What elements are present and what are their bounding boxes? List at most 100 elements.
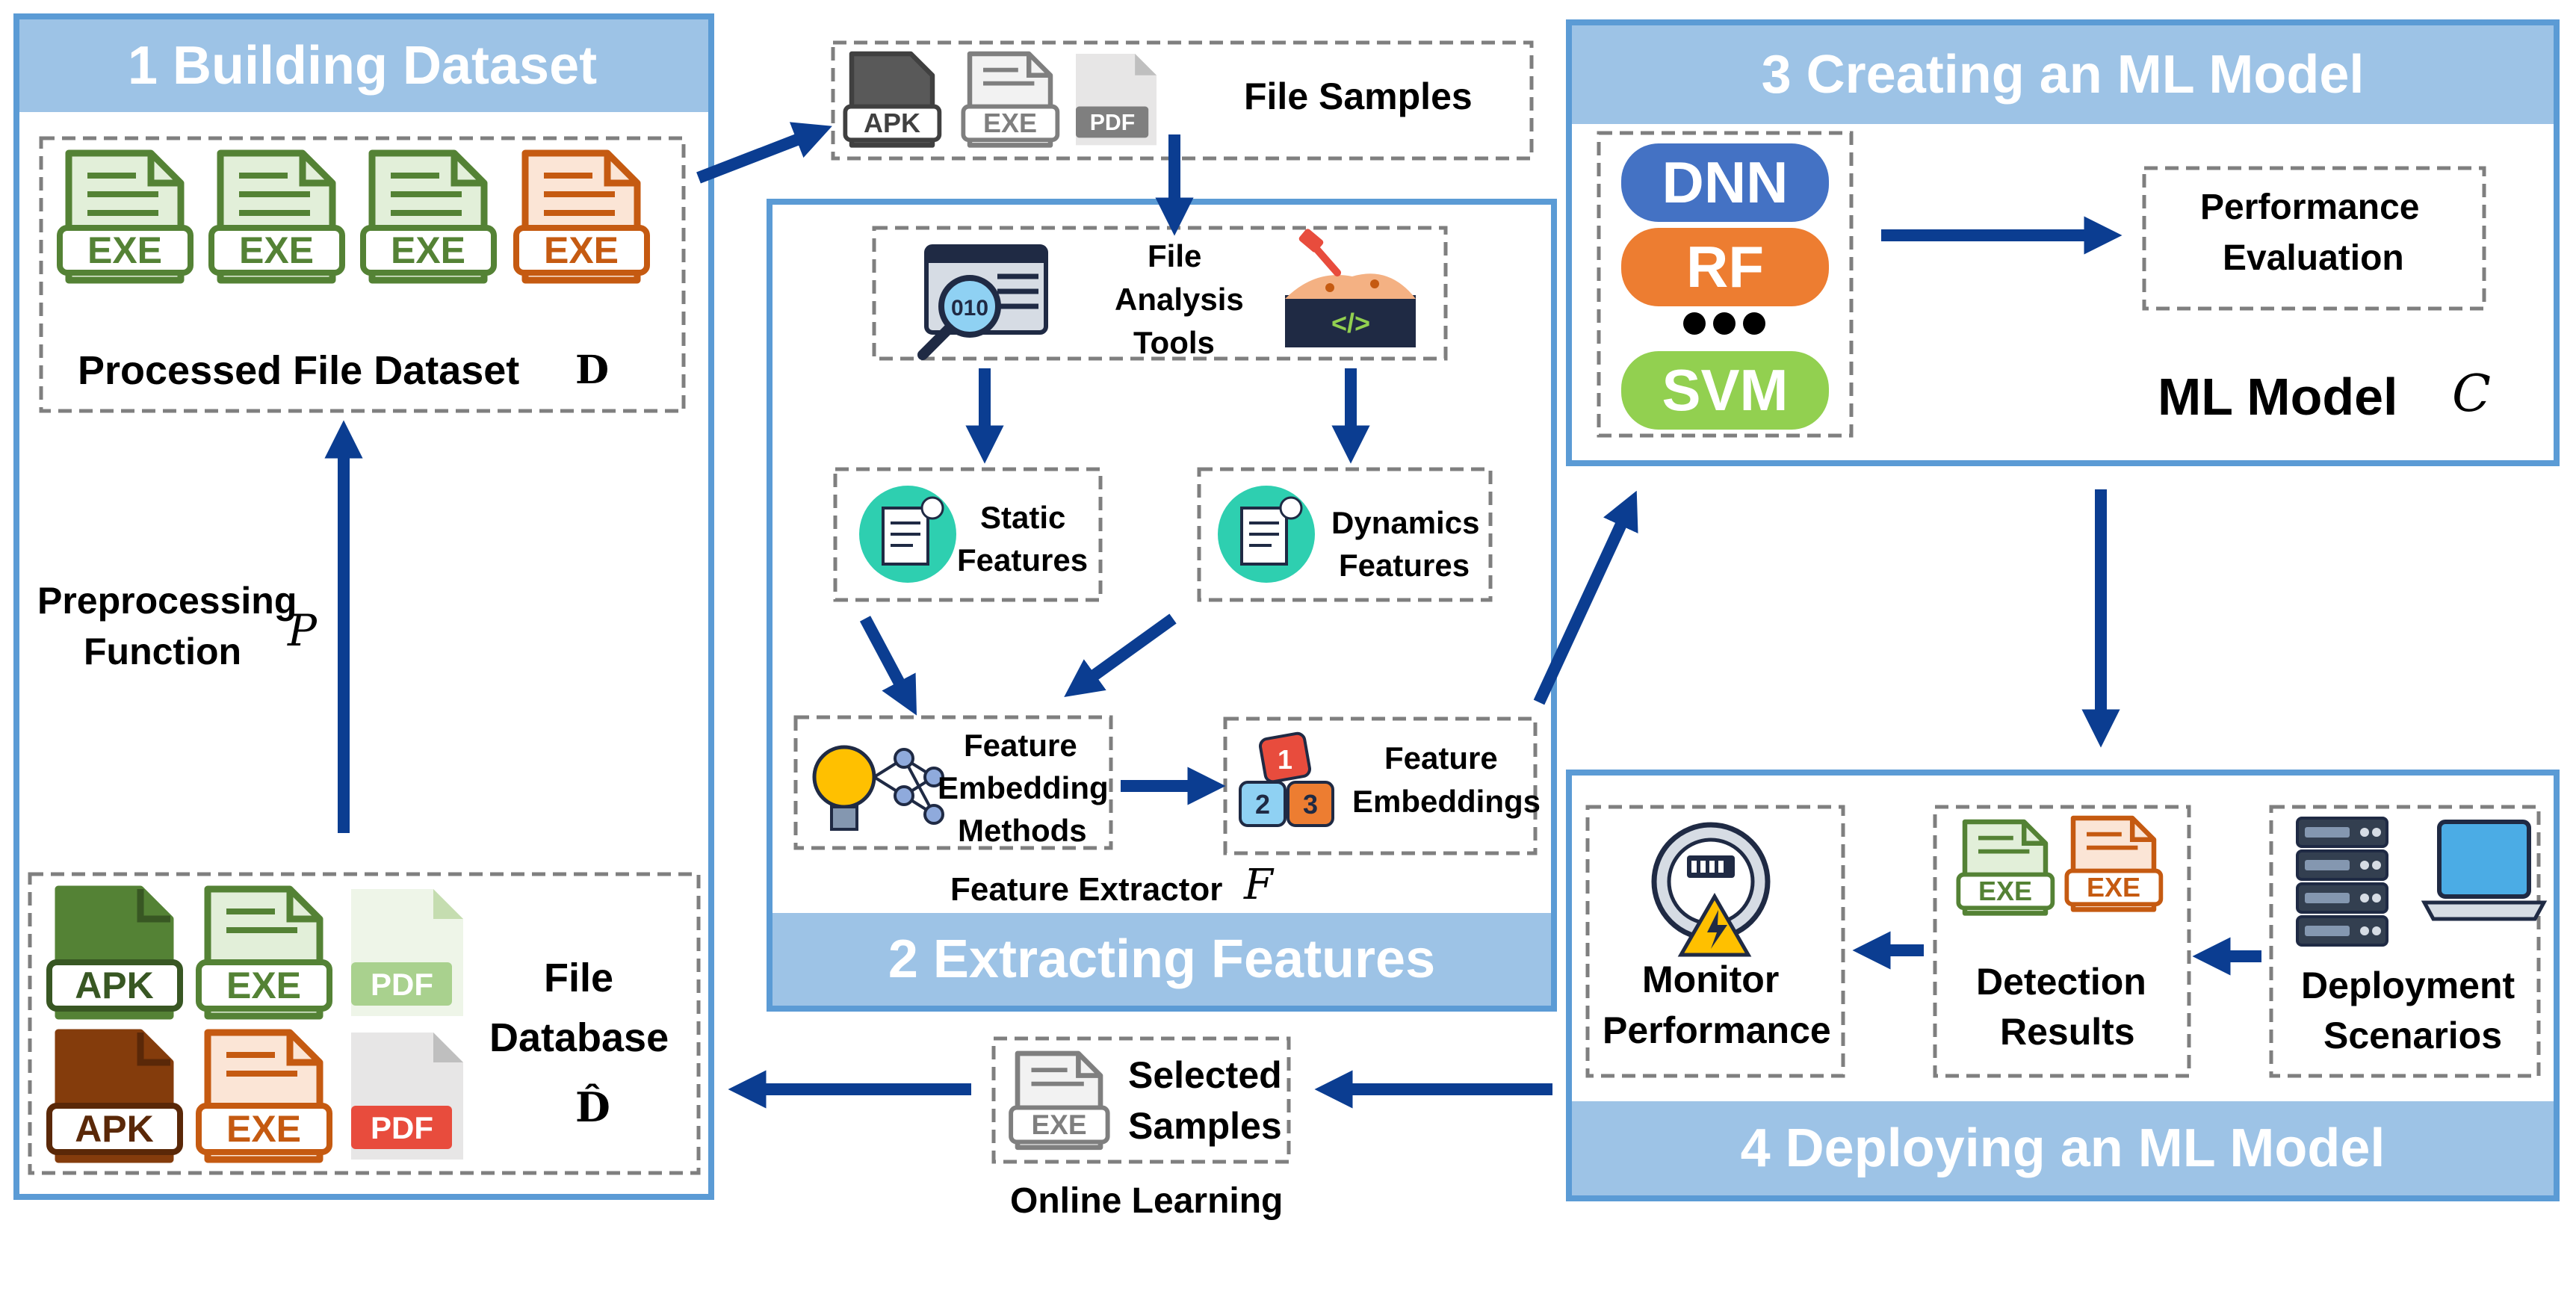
code-analysis-icon: 010 <box>917 244 1048 360</box>
laptop-icon <box>2421 820 2548 921</box>
ml-model-label: ML Model <box>2158 368 2398 426</box>
dynamic-features-line2: Features <box>1339 548 1470 583</box>
exe-file-icon-gray: EXE <box>1009 1050 1110 1151</box>
block-digit: 2 <box>1255 789 1270 820</box>
sandbox-icon: </> <box>1285 229 1416 347</box>
file-samples-label: File Samples <box>1244 75 1473 117</box>
embedding-methods-box <box>793 715 1113 850</box>
apk-label: APK <box>864 108 920 138</box>
apk-label: APK <box>75 965 154 1006</box>
static-features-line1: Static <box>980 500 1066 535</box>
exe-label: EXE <box>983 108 1037 138</box>
exe-file-icon-orange: EXE <box>513 149 650 284</box>
document-feature-icon <box>859 486 956 583</box>
arrow-static-to-methods <box>859 616 917 716</box>
apk-file-icon-green: APK <box>46 885 183 1020</box>
block-digit: 1 <box>1278 744 1292 775</box>
svg-text:010: 010 <box>951 296 988 321</box>
arrow-building-to-samples <box>696 122 832 184</box>
apk-label: APK <box>75 1108 154 1150</box>
exe-file-icon: EXE <box>360 149 497 284</box>
ellipsis-dot <box>1743 312 1765 335</box>
meter-alert-icon <box>1651 822 1771 957</box>
exe-label: EXE <box>544 229 619 271</box>
server-rack-icon <box>2296 817 2388 947</box>
monitor-box <box>1585 805 1845 1078</box>
document-feature-icon <box>1218 486 1315 583</box>
svg-text:</>: </> <box>1331 308 1370 338</box>
exe-file-icon-orange: EXE <box>2064 815 2164 912</box>
exe-file-icon-orange: EXE <box>196 1029 332 1163</box>
exe-label: EXE <box>1031 1109 1086 1140</box>
exe-file-icon-gray: EXE <box>961 51 1060 148</box>
detection-box <box>1933 805 2191 1078</box>
performance-eval-box <box>2142 166 2486 311</box>
ml-model-symbol: C <box>2452 365 2492 424</box>
section-creating-header <box>1572 25 2554 124</box>
analysis-tools-box <box>872 226 1448 361</box>
deployment-scenarios-line1: Deployment <box>2301 965 2515 1006</box>
file-database-box <box>28 872 701 1175</box>
apk-file-icon-brown: APK <box>46 1029 183 1163</box>
pdf-label: PDF <box>1090 111 1135 135</box>
arrow-dynamic-to-methods <box>1064 613 1177 697</box>
exe-label: EXE <box>226 965 301 1006</box>
exe-label: EXE <box>226 1108 301 1150</box>
block-digit: 3 <box>1303 789 1318 820</box>
model-list-box <box>1597 131 1854 438</box>
embeddings-line2: Embeddings <box>1352 784 1541 819</box>
embedding-methods-line1: Feature <box>964 728 1077 763</box>
exe-label: EXE <box>1978 876 2032 906</box>
exe-label: EXE <box>239 229 314 271</box>
exe-label: EXE <box>87 229 162 271</box>
processed-dataset-label: Processed File Dataset <box>78 348 520 393</box>
file-samples-box <box>831 40 1534 161</box>
pdf-label: PDF <box>371 1110 433 1145</box>
analysis-tools-line2: Analysis <box>1115 282 1244 317</box>
file-database-label-line1: File <box>544 956 614 1000</box>
lightbulb-network-icon <box>812 745 944 831</box>
monitor-performance-line2: Performance <box>1603 1009 1831 1051</box>
exe-file-icon: EXE <box>57 149 193 284</box>
embedding-methods-line3: Methods <box>958 813 1087 848</box>
selected-samples-box <box>991 1036 1291 1164</box>
section-deploying-header <box>1572 1101 2554 1195</box>
feature-extractor-symbol: F <box>1244 861 1273 909</box>
section-extracting-header <box>773 913 1551 1006</box>
arrow-extracting-to-model <box>1533 490 1638 705</box>
exe-label: EXE <box>2087 872 2140 903</box>
preprocessing-label-line1: Preprocessing <box>37 580 297 622</box>
exe-label: EXE <box>391 229 465 271</box>
processed-dataset-box <box>39 136 686 413</box>
ellipsis-dot <box>1683 312 1706 335</box>
performance-eval-line2: Evaluation <box>2223 238 2404 278</box>
section-extracting-title: 2 Extracting Features <box>888 929 1436 989</box>
dynamic-features-box <box>1197 467 1493 602</box>
feature-extractor-label: Feature Extractor <box>950 871 1223 908</box>
analysis-tools-line1: File <box>1148 238 1202 273</box>
number-blocks-icon: 1 2 3 <box>1239 731 1334 827</box>
static-features-box <box>833 467 1103 602</box>
preprocessing-symbol: P <box>288 605 318 656</box>
dnn-model-pill: DNN <box>1621 143 1829 222</box>
dynamic-features-line1: Dynamics <box>1331 505 1480 540</box>
detection-results-line2: Results <box>2000 1011 2135 1053</box>
exe-file-icon: EXE <box>1956 819 2055 916</box>
svm-model-pill: SVM <box>1621 351 1829 430</box>
pdf-file-icon-gray: PDF <box>1076 54 1157 146</box>
file-database-label-line2: Database <box>489 1015 669 1060</box>
deployment-scenarios-line2: Scenarios <box>2323 1015 2503 1056</box>
pdf-label: PDF <box>371 967 433 1002</box>
online-learning-label: Online Learning <box>1010 1181 1284 1221</box>
selected-samples-line2: Samples <box>1128 1105 1282 1147</box>
section-building-header <box>19 19 708 112</box>
rf-model-pill: RF <box>1621 228 1829 306</box>
preprocessing-label-line2: Function <box>84 631 242 672</box>
section-building-title: 1 Building Dataset <box>128 36 598 96</box>
embeddings-line1: Feature <box>1384 740 1498 776</box>
exe-file-icon: EXE <box>208 149 345 284</box>
monitor-performance-line1: Monitor <box>1642 959 1780 1000</box>
pdf-file-icon-green: PDF <box>351 889 463 1016</box>
processed-dataset-symbol: D <box>575 347 610 393</box>
